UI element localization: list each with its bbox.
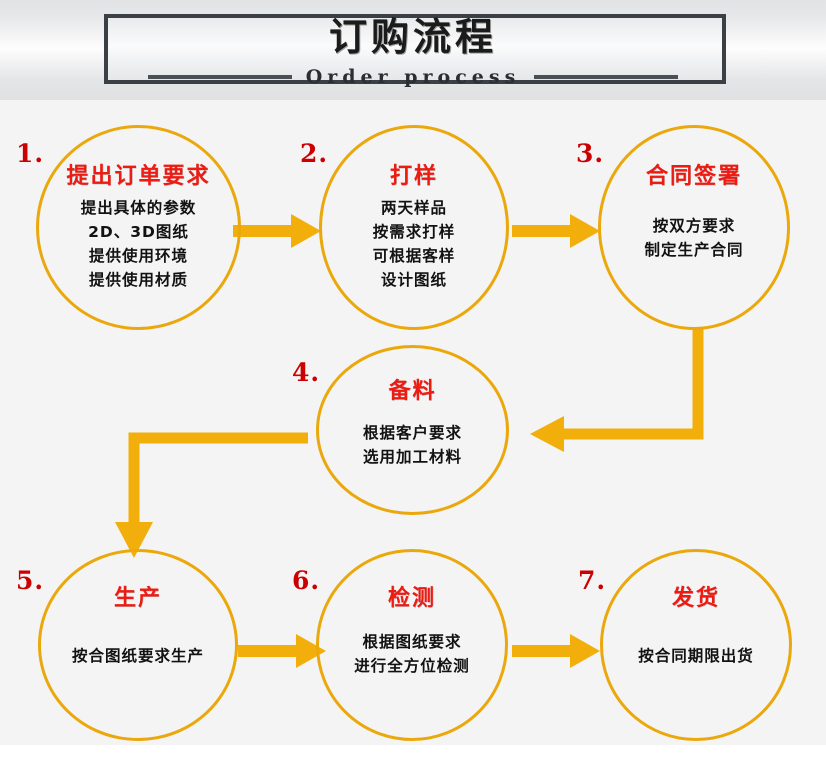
step-number-7: 7. xyxy=(578,566,607,595)
step-number-2: 2. xyxy=(300,139,329,168)
step-node-1[interactable]: 提出订单要求 提出具体的参数 2D、3D图纸 提供使用环境 提供使用材质 xyxy=(36,125,241,330)
step-node-6[interactable]: 检测 根据图纸要求 进行全方位检测 xyxy=(316,549,508,741)
step-title-4: 备料 xyxy=(388,379,437,404)
step-node-3[interactable]: 合同签署 按双方要求 制定生产合同 xyxy=(598,125,790,330)
step-number-6: 6. xyxy=(292,566,321,595)
step-number-5: 5. xyxy=(16,566,45,595)
step-detail-line: 按合图纸要求生产 xyxy=(71,647,204,665)
step-title-3: 合同签署 xyxy=(645,164,742,189)
step-node-4[interactable]: 备料 根据客户要求 选用加工材料 xyxy=(316,345,509,515)
step-detail-2: 两天样品 按需求打样 可根据客样 设计图纸 xyxy=(373,196,456,292)
arrow-step4-to-step5 xyxy=(112,426,322,561)
step-detail-line: 2D、3D图纸 xyxy=(88,223,189,241)
step-number-3: 3. xyxy=(576,139,605,168)
step-detail-line: 提出具体的参数 xyxy=(80,199,197,217)
step-detail-1: 提出具体的参数 2D、3D图纸 提供使用环境 提供使用材质 xyxy=(81,196,197,292)
step-number-4: 4. xyxy=(292,358,321,387)
step-title-1: 提出订单要求 xyxy=(66,164,211,189)
step-node-7[interactable]: 发货 按合同期限出货 xyxy=(600,549,792,741)
step-detail-line: 提供使用材质 xyxy=(88,271,188,289)
arrow-step1-to-step2 xyxy=(233,208,323,254)
step-detail-line: 根据客户要求 xyxy=(362,424,462,442)
header-rule-left xyxy=(147,75,292,79)
step-detail-line: 设计图纸 xyxy=(380,271,447,289)
page-subtitle: Order process xyxy=(305,66,521,88)
step-detail-line: 两天样品 xyxy=(380,199,447,217)
header-frame xyxy=(104,14,726,84)
step-node-5[interactable]: 生产 按合图纸要求生产 xyxy=(38,549,238,741)
arrow-step3-to-step4 xyxy=(508,326,718,456)
step-detail-3: 按双方要求 制定生产合同 xyxy=(644,214,743,262)
step-number-1: 1. xyxy=(16,139,45,168)
header-subtitle-row: Order process xyxy=(0,64,826,90)
step-node-2[interactable]: 打样 两天样品 按需求打样 可根据客样 设计图纸 xyxy=(319,125,509,330)
arrow-step2-to-step3 xyxy=(512,208,602,254)
step-detail-line: 可根据客样 xyxy=(372,247,456,265)
step-detail-4: 根据客户要求 选用加工材料 xyxy=(363,421,462,469)
step-detail-5: 按合图纸要求生产 xyxy=(72,644,204,668)
step-detail-line: 进行全方位检测 xyxy=(354,657,470,675)
header-rule-right xyxy=(534,75,679,79)
page-title: 订购流程 xyxy=(328,15,497,59)
step-title-7: 发货 xyxy=(671,586,720,611)
step-detail-line: 按合同期限出货 xyxy=(638,647,754,665)
step-title-6: 检测 xyxy=(387,586,436,611)
bottom-white-band xyxy=(0,745,826,767)
step-title-2: 打样 xyxy=(389,164,438,189)
step-detail-line: 制定生产合同 xyxy=(644,241,744,259)
step-detail-line: 选用加工材料 xyxy=(362,448,462,466)
step-detail-line: 提供使用环境 xyxy=(88,247,188,265)
arrow-step5-to-step6 xyxy=(238,628,328,674)
step-title-5: 生产 xyxy=(113,586,162,611)
step-detail-6: 根据图纸要求 进行全方位检测 xyxy=(354,630,470,678)
step-detail-7: 按合同期限出货 xyxy=(638,644,754,668)
arrow-step6-to-step7 xyxy=(512,628,602,674)
step-detail-line: 按双方要求 xyxy=(652,217,736,235)
step-detail-line: 根据图纸要求 xyxy=(362,633,462,651)
step-detail-line: 按需求打样 xyxy=(372,223,456,241)
